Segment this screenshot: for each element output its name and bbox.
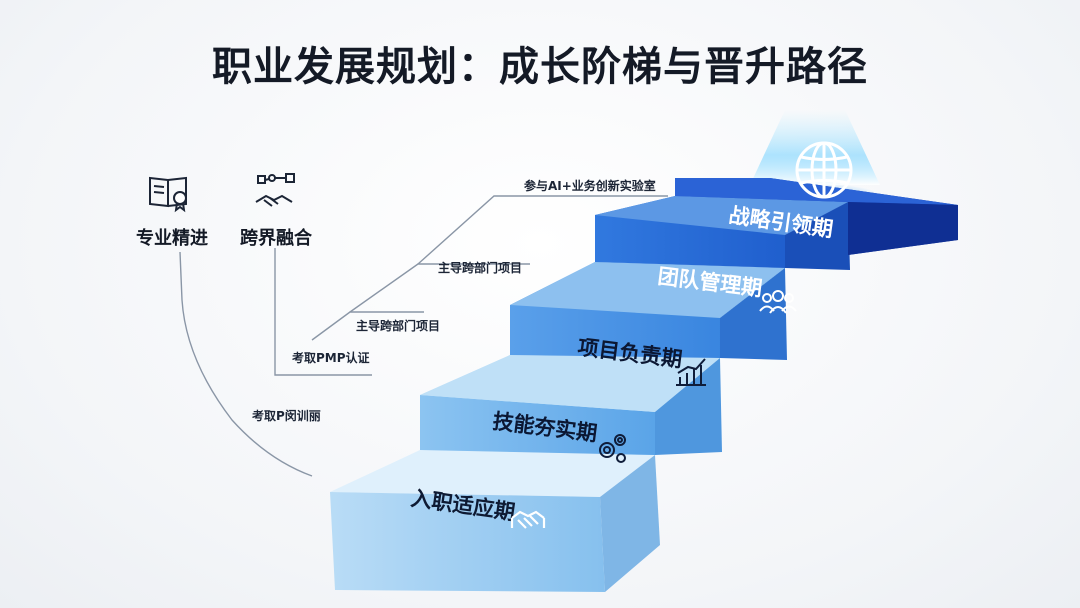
page-title: 职业发展规划：成长阶梯与晋升路径 xyxy=(212,44,868,90)
step-4 xyxy=(595,196,850,270)
handshake-network-icon xyxy=(255,173,295,207)
branch-professional-title: 专业精进 xyxy=(136,227,208,249)
professional-path-line xyxy=(179,251,313,477)
team-icon xyxy=(759,290,797,314)
step-1 xyxy=(330,450,660,592)
light-beam xyxy=(750,110,880,185)
branch-connector-lines xyxy=(179,195,668,477)
label-pmp-cert-garbled: 考取P闵训丽 xyxy=(252,408,321,423)
step-2 xyxy=(420,355,722,455)
growth-chart-icon xyxy=(676,358,706,386)
crossdomain-path-line xyxy=(274,248,372,376)
staircase xyxy=(330,178,958,592)
globe-icon xyxy=(795,141,853,199)
book-certificate-icon xyxy=(149,176,187,213)
gears-icon xyxy=(599,434,626,463)
innovation-lab-line xyxy=(417,195,668,265)
step-3 xyxy=(510,262,787,360)
label-pmp-cert: 考取PMP认证 xyxy=(292,350,370,365)
handshake-icon xyxy=(510,510,546,529)
branch-crossdomain-title: 跨界融合 xyxy=(240,227,313,249)
label-lead-project-upper: 主导跨部门项目 xyxy=(438,260,522,275)
label-lead-project-lower: 主导跨部门项目 xyxy=(356,318,440,333)
label-innovation-lab: 参与AI+业务创新实验室 xyxy=(524,178,656,193)
